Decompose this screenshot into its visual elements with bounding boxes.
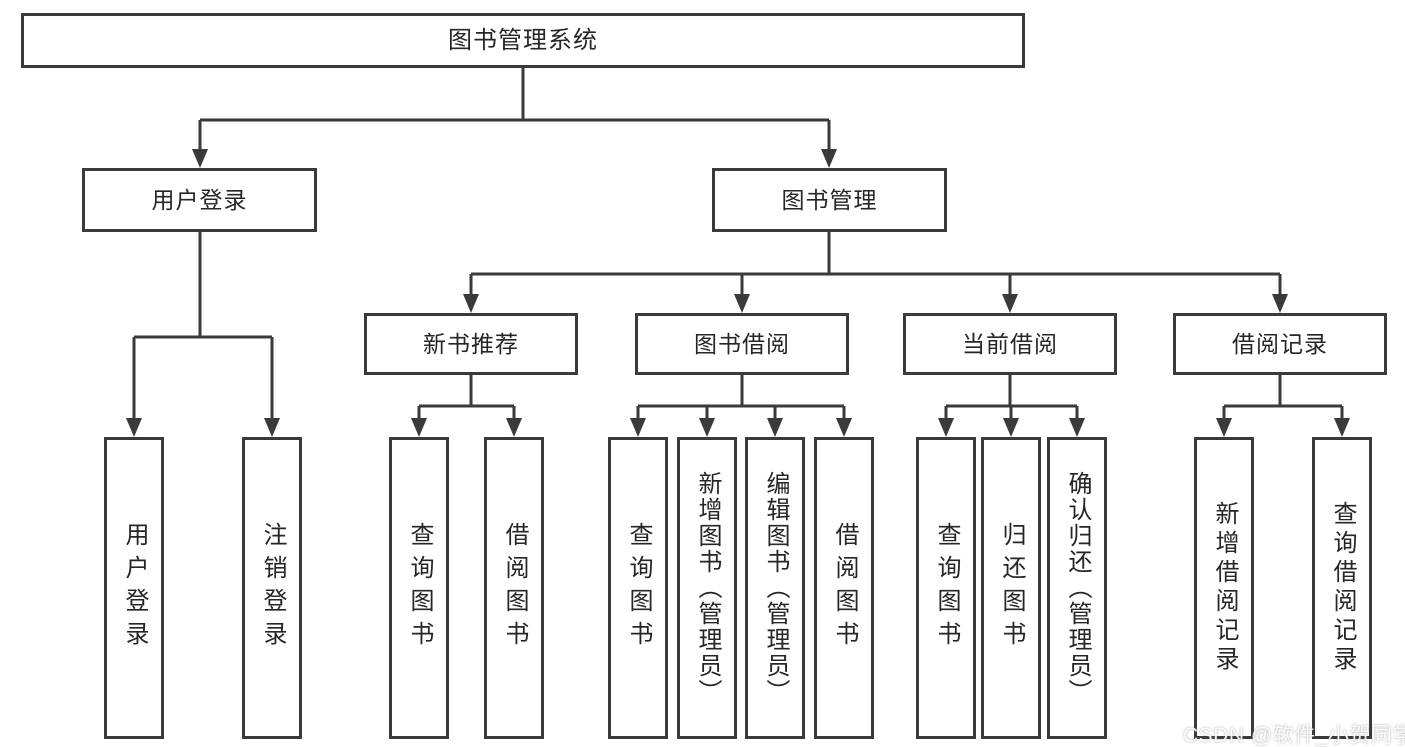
leaf-logout: 注销登录	[242, 437, 302, 739]
leaf-return-books: 归还图书	[981, 437, 1041, 739]
node-borrow-records: 借阅记录	[1173, 313, 1387, 375]
leaf-user-login: 用户登录	[104, 437, 164, 739]
node-book-management: 图书管理	[712, 168, 947, 232]
leaf-confirm-return-admin: 确认归还（管理员）	[1047, 437, 1107, 739]
leaf-query-books-recommend: 查询图书	[389, 437, 449, 739]
node-current-borrow: 当前借阅	[903, 313, 1117, 375]
node-new-book-recommend: 新书推荐	[364, 313, 578, 375]
leaf-borrow-books-recommend: 借阅图书	[484, 437, 544, 739]
leaf-query-books-current: 查询图书	[916, 437, 976, 739]
node-root: 图书管理系统	[21, 13, 1025, 68]
leaf-borrow-books: 借阅图书	[814, 437, 874, 739]
leaf-add-borrow-record: 新增借阅记录	[1194, 437, 1254, 739]
node-book-borrow: 图书借阅	[635, 313, 849, 375]
leaf-edit-books-admin: 编辑图书（管理员）	[745, 437, 805, 739]
arrow-shafts	[132, 120, 1344, 427]
watermark: CSDN @软件_小贺同学	[1183, 724, 1405, 747]
leaf-add-books-admin: 新增图书（管理员）	[677, 437, 737, 739]
leaf-query-borrow-record: 查询借阅记录	[1312, 437, 1372, 739]
node-user-login: 用户登录	[82, 168, 317, 232]
leaf-query-books-borrow: 查询图书	[608, 437, 668, 739]
connector-segments	[134, 68, 1342, 408]
